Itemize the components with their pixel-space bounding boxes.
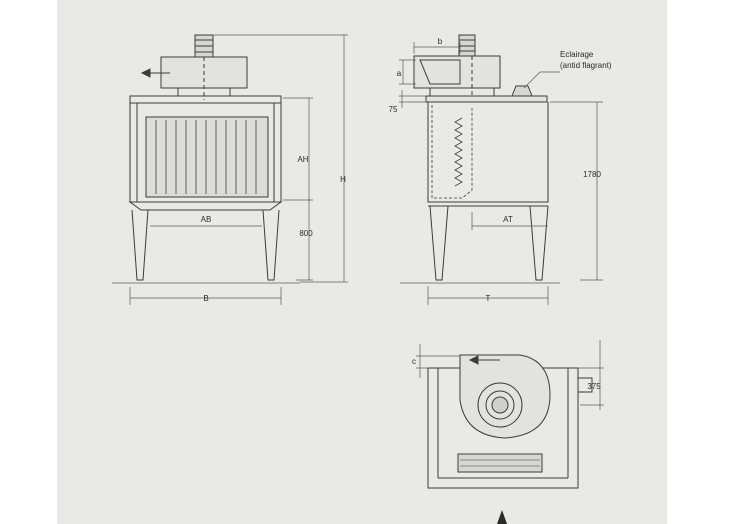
side-view [413, 34, 549, 281]
front-view [128, 34, 283, 281]
dim-b-label: b [438, 37, 443, 46]
side-cabin-body [427, 102, 549, 203]
filter-slats [155, 120, 257, 194]
top-fan-scroll [459, 354, 551, 439]
dim-75-label: 75 [389, 105, 398, 114]
side-motor [458, 34, 476, 57]
dim-T-label: T [486, 294, 491, 303]
dim-c-label: c [412, 357, 416, 366]
dim-AT-label: AT [503, 215, 513, 224]
dim-800-label: 800 [299, 229, 313, 238]
side-legs [429, 205, 549, 281]
front-filter-panel [145, 116, 269, 198]
dim-1780-label: 1780 [583, 170, 601, 179]
lighting-label-line1: Eclairage [560, 50, 594, 59]
paper-background [57, 0, 667, 524]
front-dimensions [112, 34, 348, 305]
side-fan-housing [413, 55, 501, 89]
top-dimensions [416, 340, 604, 410]
dim-AB-label: AB [201, 215, 212, 224]
top-fan-outer-ring [477, 382, 523, 428]
top-view [427, 354, 593, 489]
top-flow-arrow [468, 355, 479, 365]
top-front-grille [457, 453, 543, 473]
front-exhaust-arrow [140, 68, 151, 78]
front-motor [194, 34, 214, 58]
dim-a-label: a [397, 69, 402, 78]
front-legs [131, 209, 280, 281]
light-fixture [511, 85, 533, 97]
lighting-label-line2: (antid flagrant) [560, 61, 612, 70]
dim-B-label: B [203, 294, 208, 303]
side-dimensions [399, 42, 603, 305]
dim-AH-label: AH [297, 155, 308, 164]
side-filter-zigzag [454, 117, 463, 187]
dim-H-label: H [340, 175, 346, 184]
view-direction-arrow [497, 510, 507, 524]
dim-375-label: 375 [587, 382, 601, 391]
